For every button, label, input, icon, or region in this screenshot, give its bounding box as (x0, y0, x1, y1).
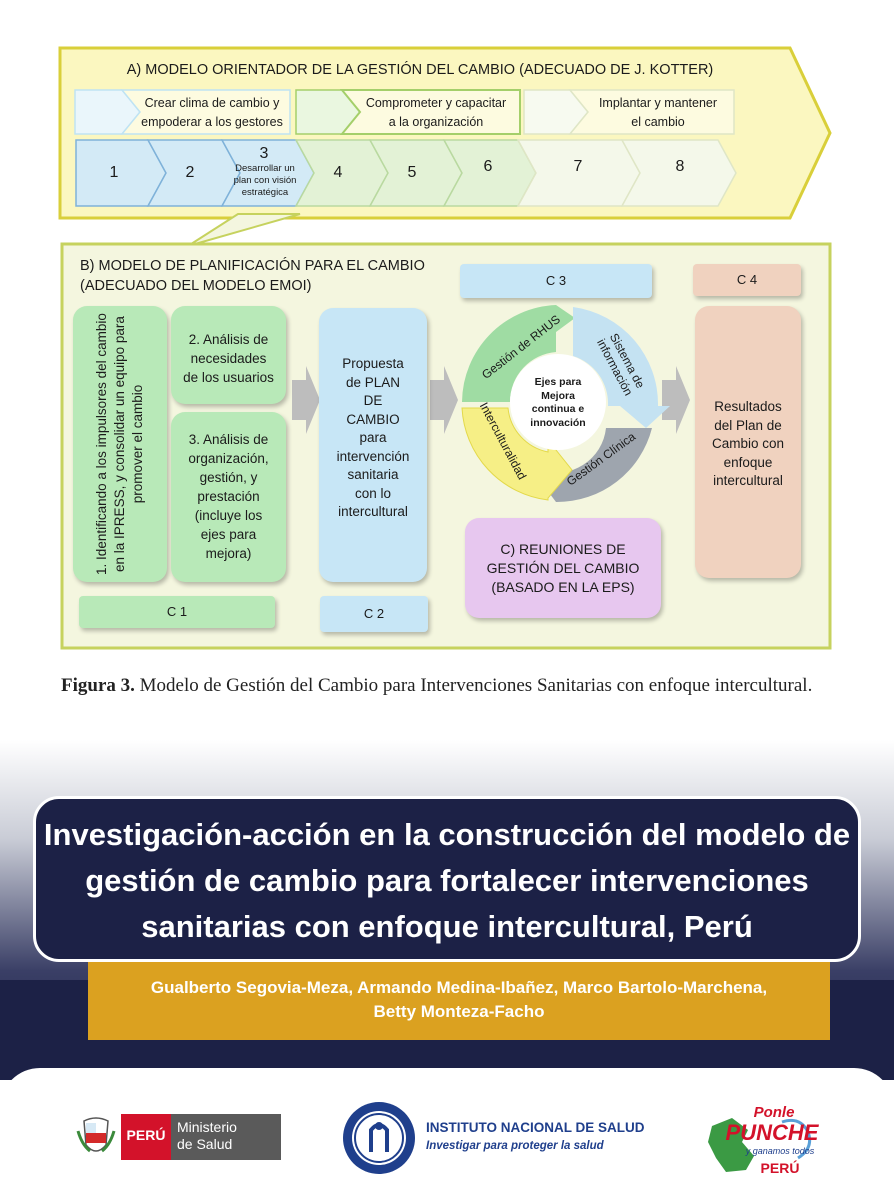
c4-label: C 4 (736, 272, 758, 287)
cycle-intercult-segment (461, 407, 573, 501)
coat-of-arms-icon (76, 1117, 116, 1153)
punche-text: PUNCHE (725, 1120, 819, 1145)
c2-label-box (320, 596, 428, 632)
phase-3-label: Implantar y mantener el cambio (598, 96, 718, 129)
article-title: Investigación-acción en la construcción … (43, 817, 851, 944)
ministerio-text: Ministerio de Salud (177, 1119, 237, 1152)
peru-badge (121, 1114, 171, 1160)
analisis-organizacion-box (171, 412, 286, 582)
c1-label: C 1 (166, 604, 188, 619)
ganamos-text: y ganamos todos (745, 1146, 815, 1156)
impulsores-box: 1. Identificando a los impulsores del ca… (73, 306, 167, 582)
results-box (695, 306, 801, 578)
proposal-text: Propuesta de PLAN DE CAMBIO para interve… (336, 356, 410, 519)
step-3-label: 3 (259, 145, 269, 162)
panel-a-title: A) MODELO ORIENTADOR DE LA GESTIÓN DEL C… (126, 62, 714, 78)
ins-seal-icon (343, 1102, 415, 1174)
panel-b-title: B) MODELO DE PLANIFICACIÓN PARA EL CAMBI… (80, 258, 425, 294)
step-4-label: 4 (333, 164, 343, 181)
ministerio-badge (171, 1114, 281, 1160)
peru-badge-text: PERÚ (126, 1127, 166, 1143)
step-2-label: 2 (185, 164, 195, 181)
cycle-clinica-segment (540, 428, 652, 503)
ponle-peru-text: PERÚ (760, 1160, 800, 1176)
analisis-organizacion-text: 3. Análisis de organización, gestión, y … (188, 432, 269, 561)
phase-1-body (120, 89, 291, 135)
ponle-text: Ponle (753, 1104, 795, 1121)
c1-label-box (79, 596, 275, 628)
c4-label-box (693, 264, 801, 296)
impulsores-text: 1. Identificando a los impulsores del ca… (94, 313, 145, 575)
analisis-usuarios-text: 2. Análisis de necesidades de los usuari… (183, 332, 274, 385)
arrow-2 (430, 366, 458, 434)
step-7-label: 7 (573, 158, 583, 175)
analisis-usuarios-box (171, 306, 286, 404)
cycle-sistema-segment (573, 307, 670, 428)
c3-label: C 3 (545, 273, 567, 288)
ins-name: INSTITUTO NACIONAL DE SALUD (426, 1120, 645, 1135)
arrow-1 (292, 366, 320, 434)
c3-label-box (460, 264, 652, 298)
phase-2-label: Comprometer y capacitar a la organizació… (365, 96, 507, 129)
results-text: Resultados del Plan de Cambio con enfoqu… (711, 399, 785, 488)
cycle-gestion-rhus-segment (462, 305, 575, 402)
article-title-box (33, 796, 861, 962)
improvement-cycle (461, 305, 670, 503)
step-5-label: 5 (407, 164, 417, 181)
meetings-box (465, 518, 661, 618)
article-authors: Gualberto Segovia-Meza, Armando Medina-I… (150, 978, 768, 1021)
step-1-label: 1 (109, 164, 119, 181)
step-3-detail: Desarrollar un plan con visión estratégi… (233, 163, 297, 198)
cycle-center-text: Ejes para Mejora continua e innovación (530, 376, 586, 429)
step-8-shape (620, 139, 737, 207)
authors-box (88, 962, 830, 1040)
phase-3-body (568, 89, 735, 135)
arrow-3 (662, 366, 690, 434)
step-8-label: 8 (675, 158, 685, 175)
proposal-box (319, 308, 427, 582)
phase-1-label: Crear clima de cambio y empoderar a los … (141, 96, 283, 129)
meetings-text: C) REUNIONES DE GESTIÓN DEL CAMBIO (BASA… (486, 541, 640, 595)
c2-label: C 2 (363, 606, 385, 621)
ins-tagline: Investigar para proteger la salud (426, 1140, 604, 1152)
peru-map-icon (708, 1118, 812, 1172)
step-6-label: 6 (483, 158, 493, 175)
cycle-center (510, 354, 606, 450)
figure-caption: Figura 3. Modelo de Gestión del Cambio p… (61, 675, 813, 696)
phase-2-body (339, 89, 521, 135)
